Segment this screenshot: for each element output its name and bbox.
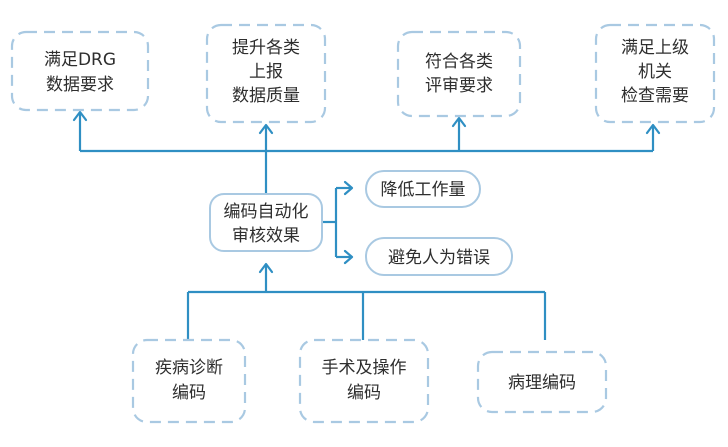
bottom-box-frame (131, 338, 247, 424)
effect-box-avoid-errors: 避免人为错误 (365, 237, 513, 276)
bottom-box-pathology-coding: 病理编码 (476, 350, 608, 414)
top-box-line: 上报 (249, 62, 283, 82)
bottom-box-line: 病理编码 (508, 373, 576, 393)
branch-arrow-head-1 (343, 180, 354, 196)
arrow-head-top-2 (258, 123, 274, 135)
bottom-box-line: 编码 (172, 383, 206, 403)
effect-box-label: 降低工作量 (381, 180, 466, 200)
bottom-box-line: 手术及操作 (322, 358, 407, 378)
bottom-connectors (186, 262, 547, 340)
top-box-line: 数据要求 (46, 75, 114, 95)
bottom-box-line: 疾病诊断 (155, 358, 223, 378)
center-box-audit-effect: 编码自动化 审核效果 (209, 193, 323, 252)
effect-box-frame (365, 237, 513, 276)
bottom-box-surgery-coding: 手术及操作 编码 (298, 338, 430, 424)
bottom-to-center-arrow-head (258, 262, 274, 274)
top-box-line: 满足DRG (44, 50, 116, 70)
bottom-box-line: 编码 (347, 383, 381, 403)
arrow-head-top-1 (72, 110, 88, 122)
effect-box-frame (365, 170, 481, 208)
top-box-line: 检查需要 (621, 86, 689, 106)
effect-box-label: 避免人为错误 (388, 248, 490, 268)
branch-arrow-head-2 (343, 249, 354, 265)
top-box-line: 提升各类 (232, 38, 300, 58)
top-box-frame (594, 23, 716, 124)
center-box-line: 编码自动化 (224, 202, 309, 222)
bottom-box-frame (476, 350, 608, 414)
effect-box-reduce-workload: 降低工作量 (365, 170, 481, 208)
top-box-drg: 满足DRG 数据要求 (10, 30, 150, 112)
top-box-inspection: 满足上级 机关 检查需要 (594, 23, 716, 124)
center-box-frame (209, 193, 323, 252)
arrow-head-top-3 (451, 116, 467, 128)
top-box-line: 机关 (638, 62, 672, 82)
top-box-line: 数据质量 (232, 86, 300, 106)
effect-connectors (320, 180, 354, 265)
top-box-line: 符合各类 (425, 52, 493, 72)
top-connectors (72, 110, 661, 196)
bottom-box-diagnosis-coding: 疾病诊断 编码 (131, 338, 247, 424)
top-box-frame (10, 30, 150, 112)
top-box-report-quality: 提升各类 上报 数据质量 (205, 23, 327, 124)
top-box-frame (205, 23, 327, 124)
top-box-frame (396, 30, 522, 118)
arrow-head-top-4 (645, 123, 661, 135)
top-box-line: 评审要求 (425, 76, 493, 96)
center-box-line: 审核效果 (232, 226, 300, 246)
top-box-line: 满足上级 (621, 38, 689, 58)
bottom-box-frame (298, 338, 430, 424)
top-box-review: 符合各类 评审要求 (396, 30, 522, 118)
